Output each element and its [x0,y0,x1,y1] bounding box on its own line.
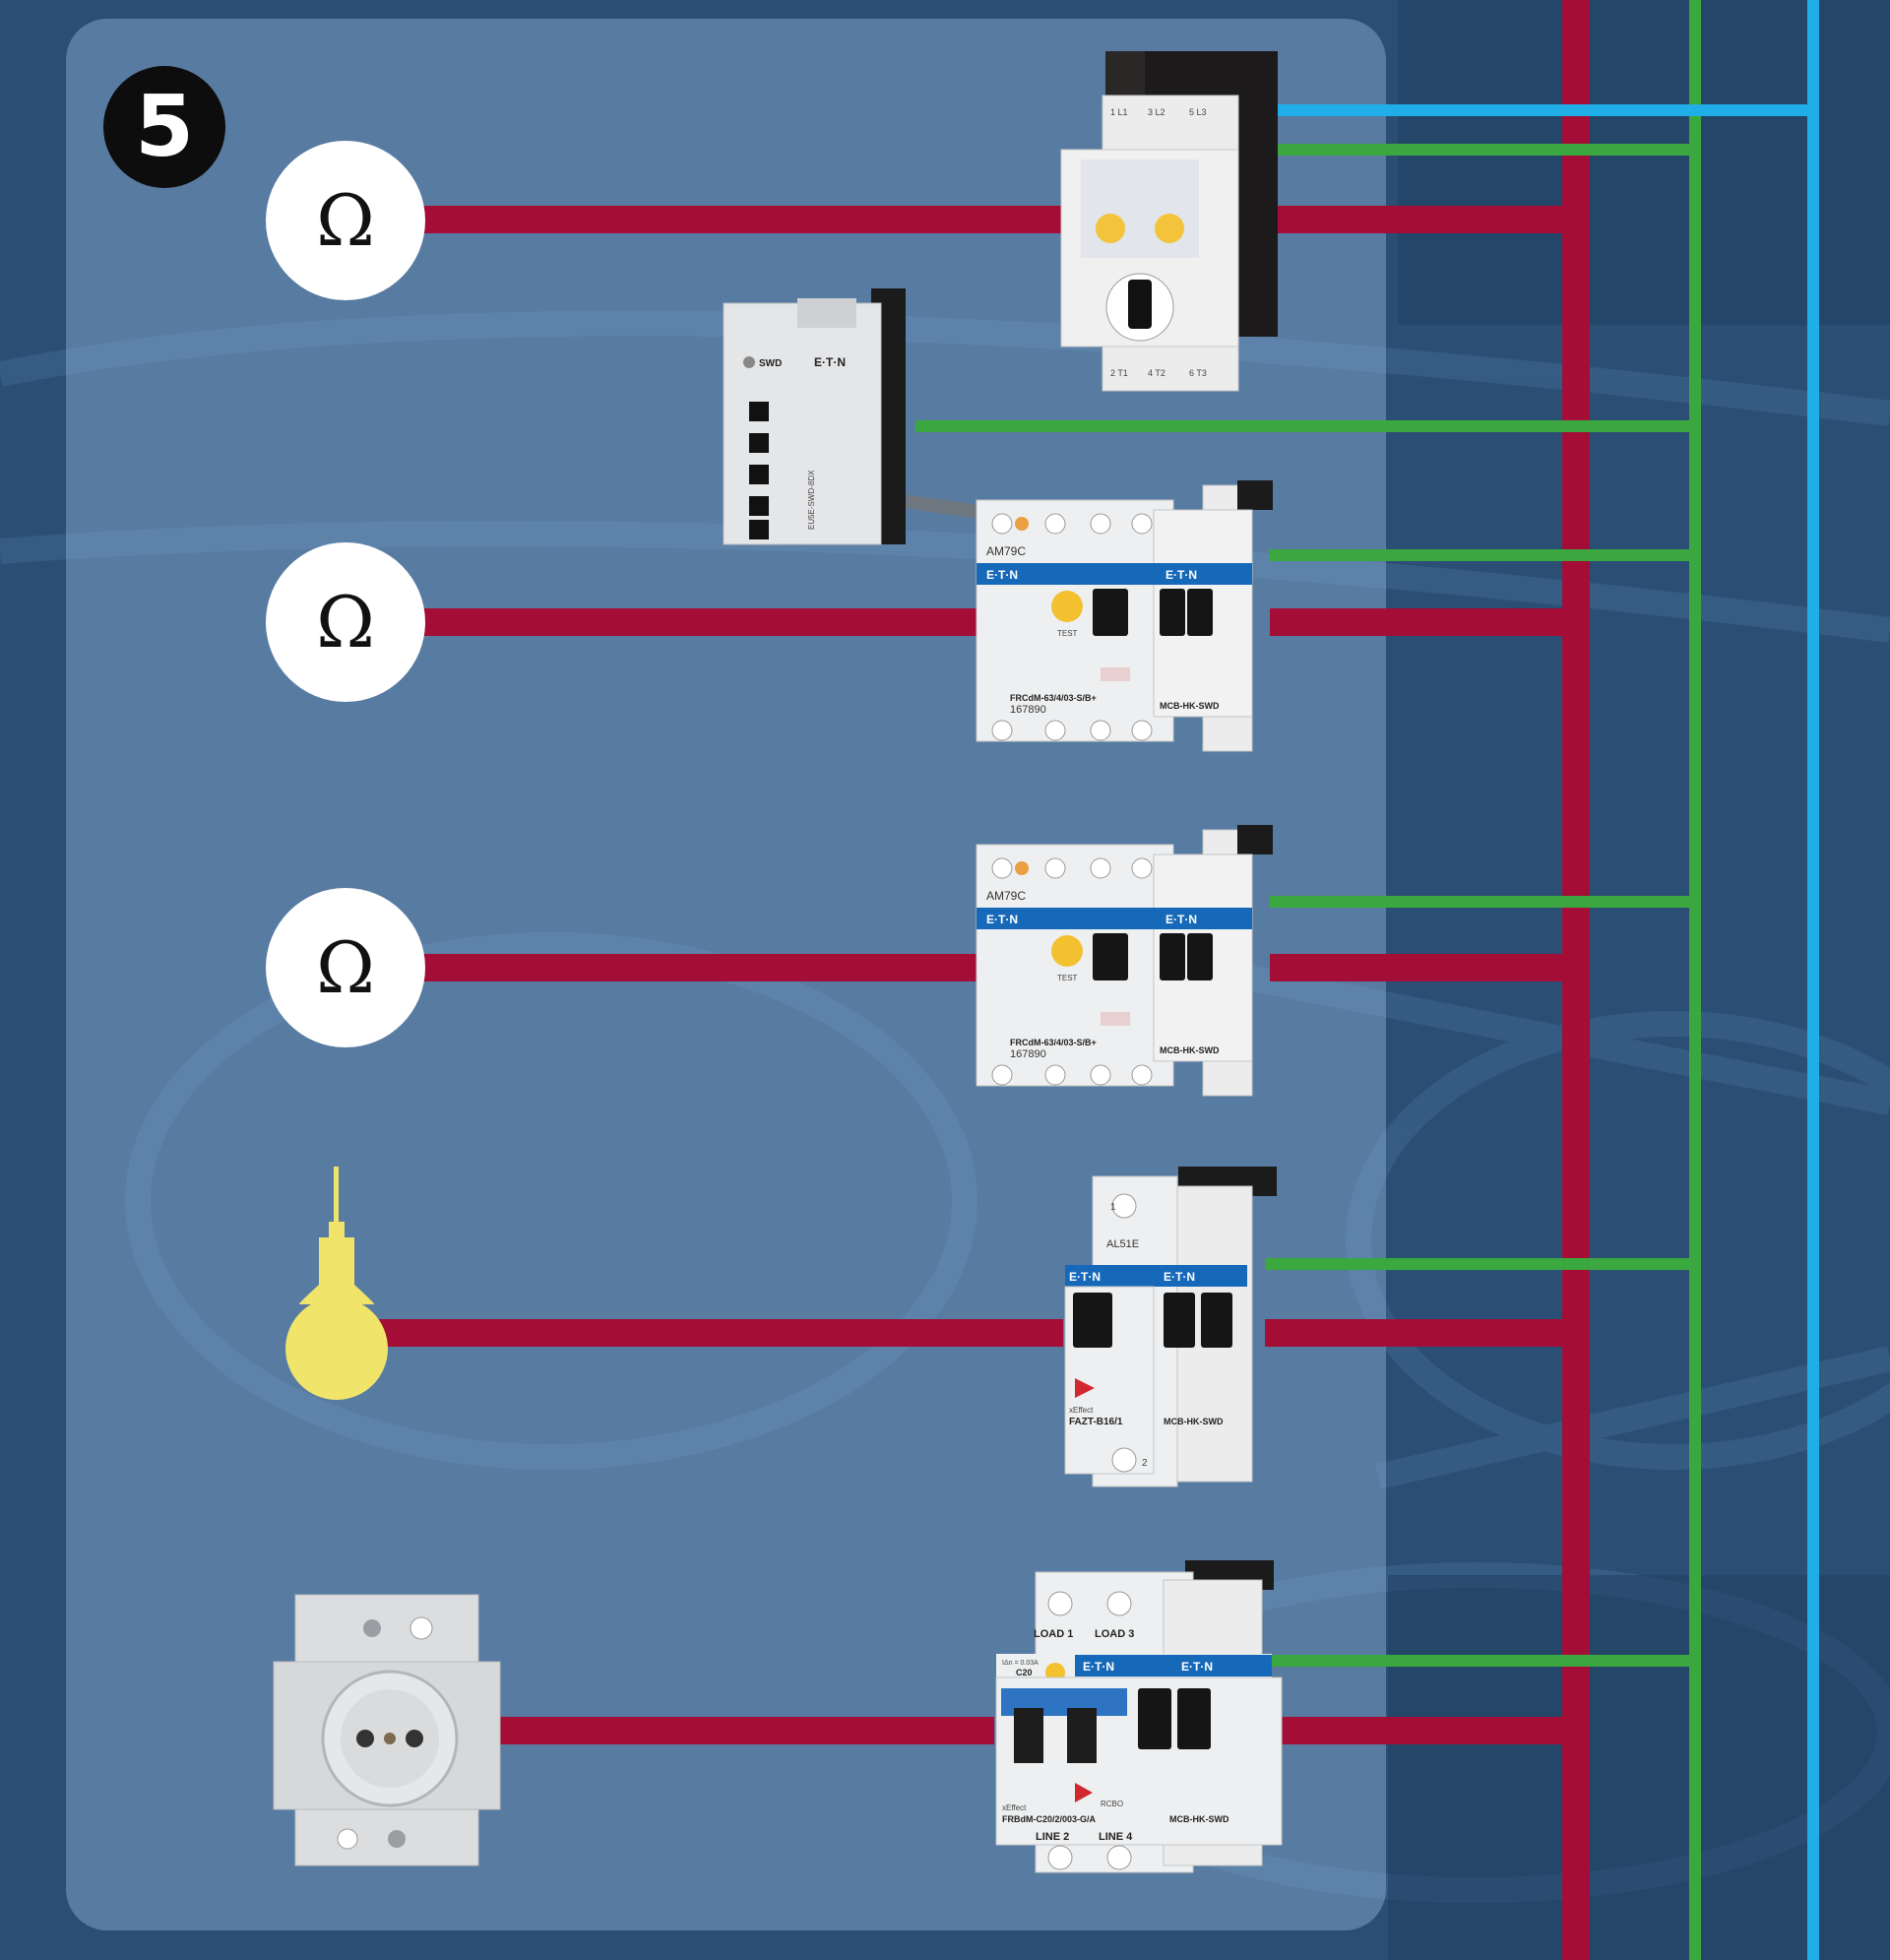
terminal-label: LOAD 1 [1034,1628,1073,1640]
mcb-device: AL51E E·T·N E·T·N xEffect FAZT-B16/1 MCB… [1064,1167,1277,1487]
terminal-label: 2 [1142,1458,1148,1469]
earth-busbar [1689,0,1701,1960]
terminal-label: 1 [1110,1202,1116,1213]
part-number: EU5E-SWD-8DX [807,470,816,530]
terminal-label: LINE 4 [1099,1831,1133,1843]
terminal-label: LOAD 3 [1095,1628,1134,1640]
test-label: TEST [1057,629,1078,638]
brand-logo: E·T·N [1164,1270,1195,1284]
earth-wire-5 [1270,1655,1701,1667]
aux-contact-label: MCB-HK-SWD [1169,1814,1229,1824]
part-number: FAZT-B16/1 [1069,1417,1123,1427]
aux-contact-label: MCB-HK-SWD [1160,1045,1220,1055]
model-label: AM79C [986,544,1026,558]
afdd-rcbo-device: LOAD 1 LOAD 3 IΔn = 0.03A C20 E·T·N E·T·… [995,1560,1283,1873]
terminal-label: 5 L3 [1189,107,1207,117]
ohm-icon: Ω [266,888,425,1047]
light-bulb-icon [285,1167,388,1400]
brand-logo: E·T·N [986,913,1018,926]
rcbo-device-2: AM79C E·T·N E·T·N TEST FRCdM-63/4/03-S/B… [976,825,1273,1097]
step-number-badge: 5 [103,66,225,188]
terminal-label: 6 T3 [1189,368,1207,378]
swd-io-module: SWD E·T·N EU5E-SWD-8DX [723,288,906,545]
test-label: TEST [1057,974,1078,982]
swd-label: SWD [759,358,782,369]
phase-feed-3 [1270,954,1585,981]
earth-wire-1 [1270,144,1701,156]
terminal-label: 2 T1 [1110,368,1128,378]
brand-logo: E·T·N [1181,1660,1213,1674]
phase-wire-load-1 [413,206,1083,233]
earth-wire-swd [915,420,1701,432]
neutral-busbar [1807,0,1819,1960]
brand-logo: E·T·N [1166,913,1197,926]
phase-wire-load-2 [413,608,984,636]
terminal-label: 1 L1 [1110,107,1128,117]
neutral-wire-1 [1270,104,1819,116]
phase-wire-load-5 [482,1717,994,1744]
brand-logo: E·T·N [986,568,1018,582]
rcbo-label: RCBO [1101,1800,1123,1808]
motor-starter: 1 L1 3 L2 5 L3 2 T1 4 T2 6 T3 [1060,51,1278,392]
phase-feed-5 [1270,1717,1585,1744]
brand-logo: E·T·N [814,355,846,369]
serial-number: 167890 [1010,1048,1046,1060]
brand-logo: E·T·N [1083,1660,1114,1674]
serial-number: 167890 [1010,704,1046,716]
earth-wire-3 [1270,896,1701,908]
phase-feed-2 [1270,608,1585,636]
terminal-label: 3 L2 [1148,107,1166,117]
aux-contact-label: MCB-HK-SWD [1164,1417,1224,1426]
rcbo-device-1: AM79C E·T·N E·T·N TEST FRCdM-63/4/03-S/B… [976,480,1273,752]
part-number: FRBdM-C20/2/003-G/A [1002,1814,1097,1824]
terminal-label: 4 T2 [1148,368,1166,378]
xeffect-label: xEffect [1002,1803,1027,1812]
brand-logo: E·T·N [1166,568,1197,582]
rating-label: C20 [1016,1668,1033,1677]
model-label: AM79C [986,889,1026,903]
brand-logo: E·T·N [1069,1270,1101,1284]
phase-wire-load-3 [413,954,984,981]
part-number: FRCdM-63/4/03-S/B+ [1010,693,1097,703]
schuko-socket-icon [273,1594,501,1866]
terminal-label: LINE 2 [1036,1831,1069,1843]
ohm-icon: Ω [266,141,425,300]
model-label: AL51E [1106,1238,1139,1250]
earth-wire-4 [1265,1258,1701,1270]
part-number: FRCdM-63/4/03-S/B+ [1010,1038,1097,1047]
ohm-icon: Ω [266,542,425,702]
rating-label: IΔn = 0.03A [1002,1660,1039,1667]
phase-feed-4 [1265,1319,1585,1347]
earth-wire-2 [1270,549,1701,561]
phase-wire-load-4 [354,1319,1063,1347]
aux-contact-label: MCB-HK-SWD [1160,701,1220,711]
xeffect-label: xEffect [1069,1406,1094,1415]
phase-feed-1 [1270,206,1585,233]
